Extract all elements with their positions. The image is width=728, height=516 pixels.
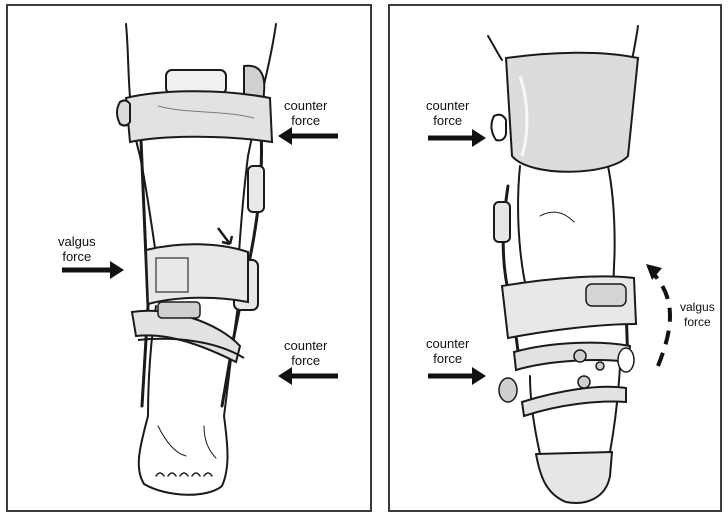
right-bottom-arrow — [428, 367, 486, 385]
left-bottom-arrow — [278, 367, 338, 385]
right-brace-illustration — [390, 6, 720, 510]
right-top-arrow — [428, 129, 486, 147]
right-curved-dashed-arrow — [646, 264, 670, 366]
left-top-arrow — [278, 127, 338, 145]
